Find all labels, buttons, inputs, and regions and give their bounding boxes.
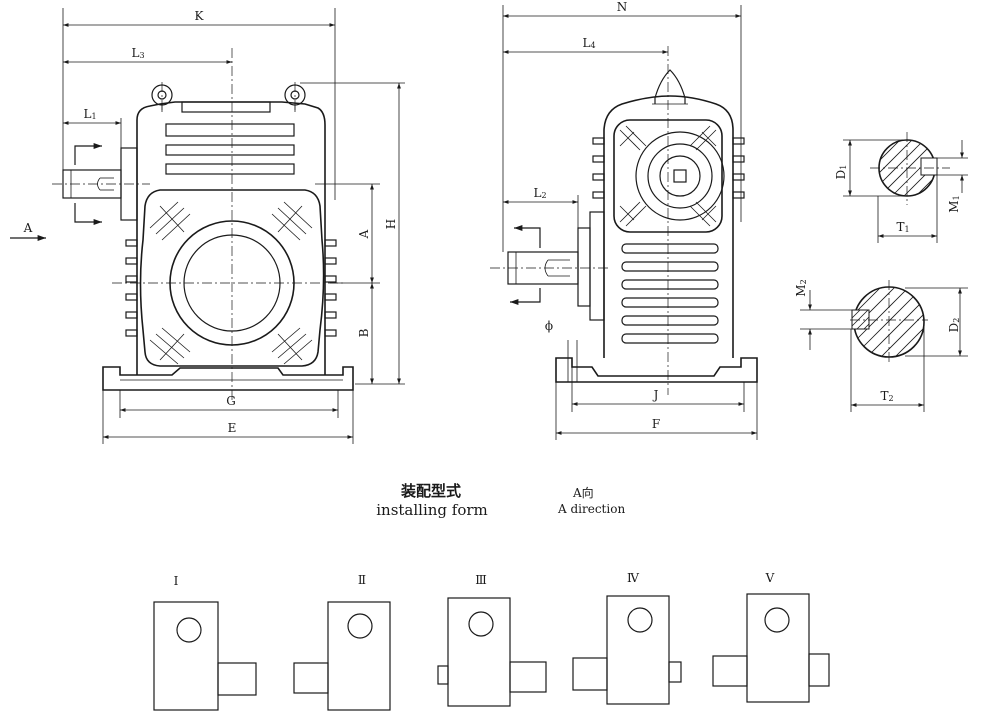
label-L3: L3	[131, 46, 144, 60]
label-M1: M1	[947, 195, 961, 212]
label-N: N	[617, 0, 628, 14]
form-I-label: Ⅰ	[174, 574, 179, 588]
label-A-direction: A	[23, 221, 33, 235]
label-E: E	[228, 421, 237, 435]
label-G: G	[226, 394, 236, 408]
caption-direction-en: A direction	[558, 502, 626, 516]
caption-title-cn: 装配型式	[400, 482, 461, 500]
label-T1: T1	[896, 220, 909, 234]
label-L4: L4	[582, 36, 595, 50]
form-III-label: Ⅲ	[475, 573, 487, 587]
installing-forms	[153, 593, 830, 711]
front-view	[10, 8, 405, 444]
form-IV-label: Ⅳ	[627, 571, 640, 585]
label-D1: D1	[834, 165, 848, 180]
form-II-label: Ⅱ	[358, 573, 366, 587]
label-B: B	[357, 328, 371, 337]
label-H: H	[384, 219, 398, 229]
shaft-section-2	[800, 280, 968, 412]
label-J: J	[652, 388, 659, 402]
label-A: A	[357, 229, 371, 239]
label-phi: ϕ	[545, 319, 553, 333]
label-T2: T2	[880, 389, 893, 403]
side-view	[490, 5, 758, 440]
form-V-label: Ⅴ	[765, 571, 775, 585]
label-M2: M2	[794, 279, 808, 296]
label-L1: L1	[83, 107, 96, 121]
caption-title-en: installing form	[376, 501, 488, 519]
label-D2: D2	[947, 318, 961, 333]
label-K: K	[195, 9, 205, 23]
label-L2: L2	[533, 186, 546, 200]
caption-direction-cn: A向	[573, 486, 594, 500]
label-F: F	[652, 417, 660, 431]
